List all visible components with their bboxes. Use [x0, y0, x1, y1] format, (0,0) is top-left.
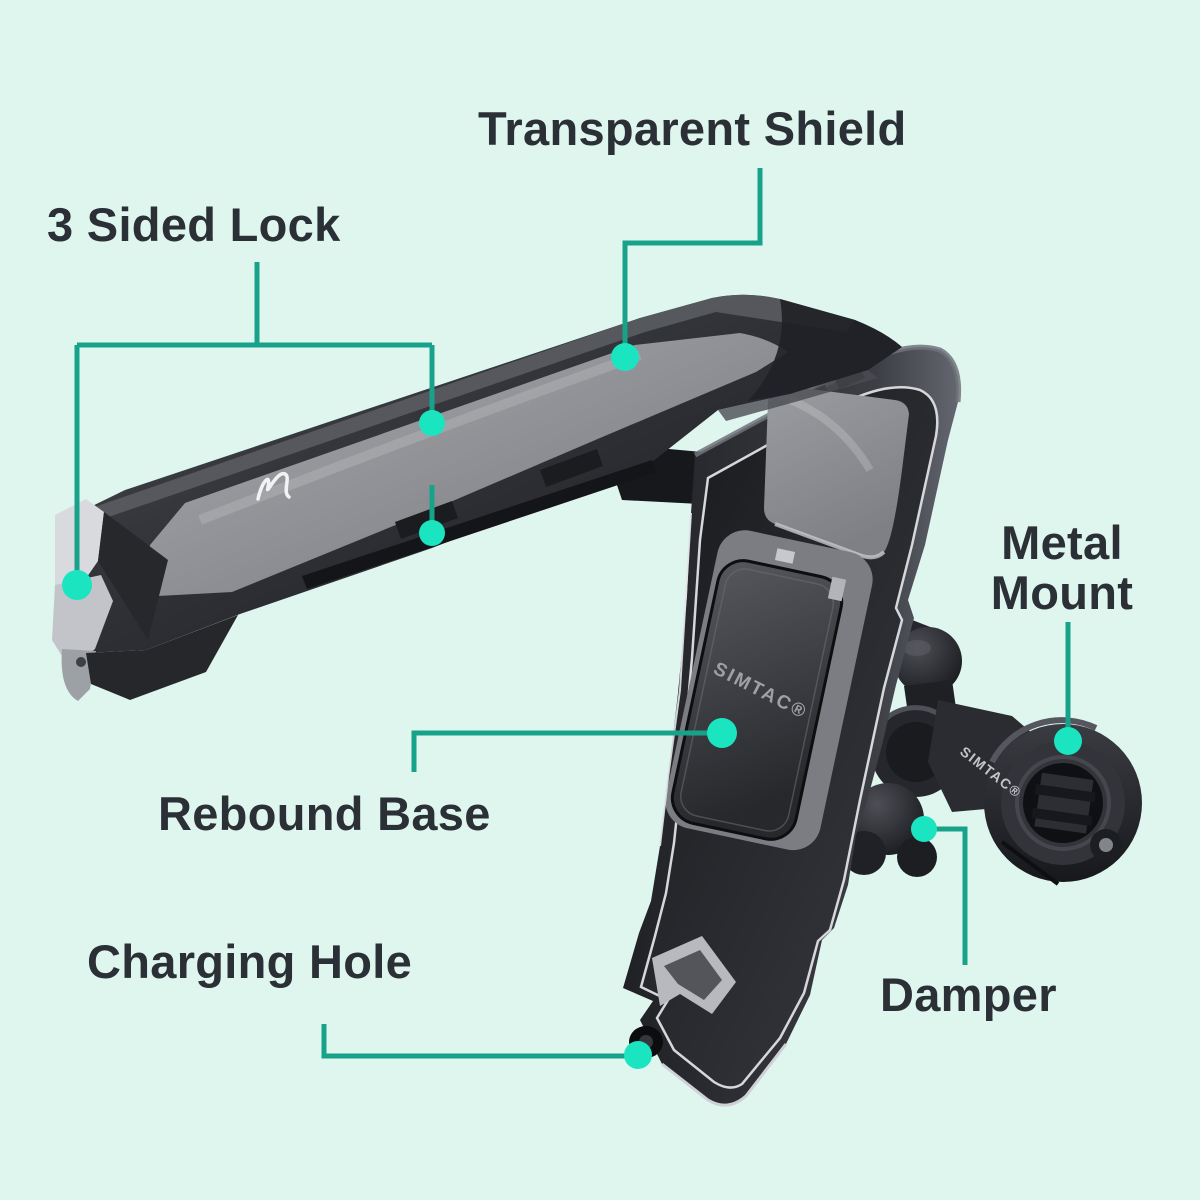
case-shell: SIMTAC®	[623, 344, 962, 1107]
label-transparent-shield: Transparent Shield	[478, 102, 907, 155]
dot-lock-top	[419, 410, 445, 436]
lid-tab	[395, 501, 458, 539]
callout-line-three-sided-lock	[74, 262, 435, 580]
charging-flap-inner	[664, 950, 722, 1000]
dot-metal-mount	[1054, 727, 1082, 755]
lid-reflection-mark	[256, 472, 291, 501]
lid-edge-facet	[718, 370, 878, 421]
dot-charging-hole	[624, 1041, 652, 1069]
clamp-lug-bolt	[1099, 838, 1113, 852]
ring-edge-highlight	[989, 717, 1098, 764]
clip-tab	[827, 576, 847, 602]
clip-tab	[774, 548, 796, 564]
clamp-seam	[1000, 840, 1060, 886]
label-metal-mount-line2: Mount	[990, 566, 1134, 619]
callout-line-rebound-base	[411, 730, 718, 772]
callout-line-damper	[928, 826, 968, 965]
callout-line-charging-hole	[321, 1024, 632, 1059]
dot-rebound-base	[707, 718, 737, 748]
lid-window	[148, 333, 788, 596]
back-window	[764, 386, 909, 558]
lid-tab	[540, 449, 603, 487]
dot-damper	[911, 816, 937, 842]
label-rebound-base: Rebound Base	[158, 787, 491, 840]
callout-dots	[62, 343, 1082, 1069]
window-bevel	[774, 522, 886, 560]
label-three-sided-lock: 3 Sided Lock	[47, 198, 341, 251]
lid	[52, 294, 902, 701]
ball-highlight	[903, 640, 931, 656]
callout-line-transparent-shield	[622, 168, 763, 352]
label-metal-mount: Metal Mount	[962, 518, 1162, 618]
dot-lock-left	[62, 570, 92, 600]
lid-rail	[302, 460, 657, 589]
label-charging-hole: Charging Hole	[87, 935, 413, 988]
handlebar-socket	[1031, 772, 1096, 834]
lid-top-bevel	[80, 294, 855, 522]
label-damper: Damper	[880, 968, 1057, 1021]
window-reflection	[788, 396, 874, 473]
dot-transparent-shield	[611, 343, 639, 371]
dot-lock-bottom	[419, 520, 445, 546]
damper-claw-right	[897, 837, 937, 877]
rebound-pad	[670, 559, 844, 841]
metal-mount-assembly: SIMTAC®	[842, 616, 1142, 886]
case-bottom-rim	[661, 1043, 788, 1107]
hole-rim	[1015, 755, 1111, 851]
callouts	[74, 168, 1071, 1059]
lid-right-cap	[748, 299, 902, 401]
label-metal-mount-line1: Metal	[1001, 516, 1123, 569]
